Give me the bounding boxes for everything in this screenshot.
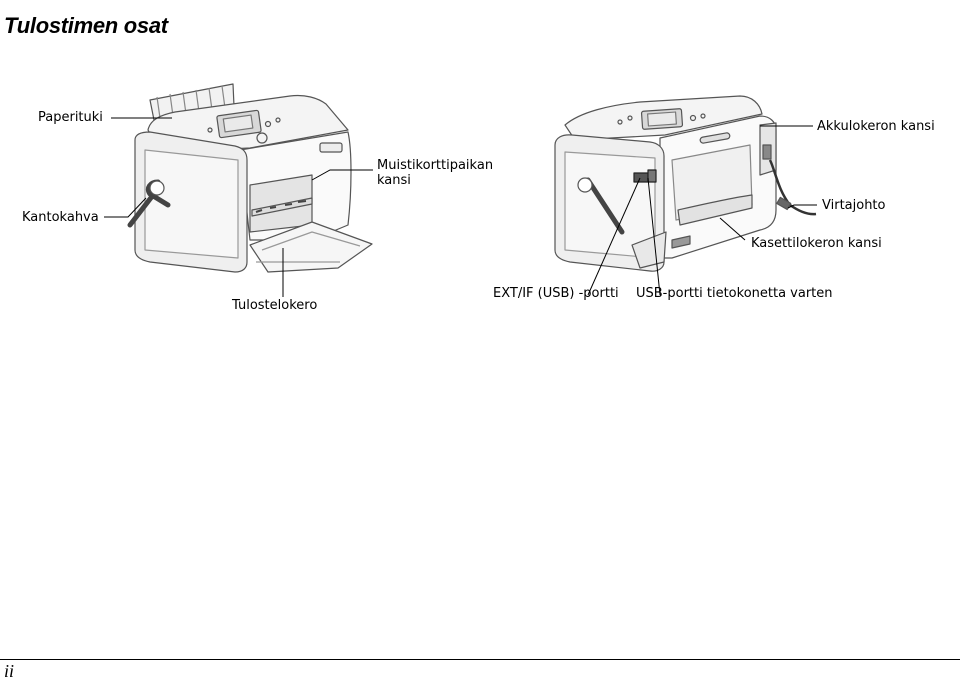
label-cassette-cover: Kasettilokeron kansi — [751, 236, 882, 251]
usb-port-part — [633, 172, 649, 183]
label-output-tray: Tulostelokero — [232, 298, 318, 313]
label-memory-card-cover: Muistikorttipaikan kansi — [377, 158, 494, 188]
page-number: ii — [4, 661, 15, 681]
printer-illustration — [104, 83, 817, 297]
label-battery-cover: Akkulokeron kansi — [817, 119, 935, 134]
page-title: Tulostimen osat — [4, 12, 168, 38]
rear-printer — [554, 95, 817, 272]
footer-rule — [0, 659, 960, 660]
front-printer — [127, 83, 373, 273]
label-power-cord: Virtajohto — [822, 198, 886, 213]
label-carrying-handle: Kantokahva — [22, 210, 99, 225]
label-usb-port-computer: USB-portti tietokonetta varten — [636, 286, 833, 301]
label-paper-support: Paperituki — [38, 110, 103, 125]
output-tray-part — [249, 221, 373, 273]
power-cord-part — [768, 159, 817, 216]
label-ext-usb-port: EXT/IF (USB) -portti — [493, 286, 619, 301]
